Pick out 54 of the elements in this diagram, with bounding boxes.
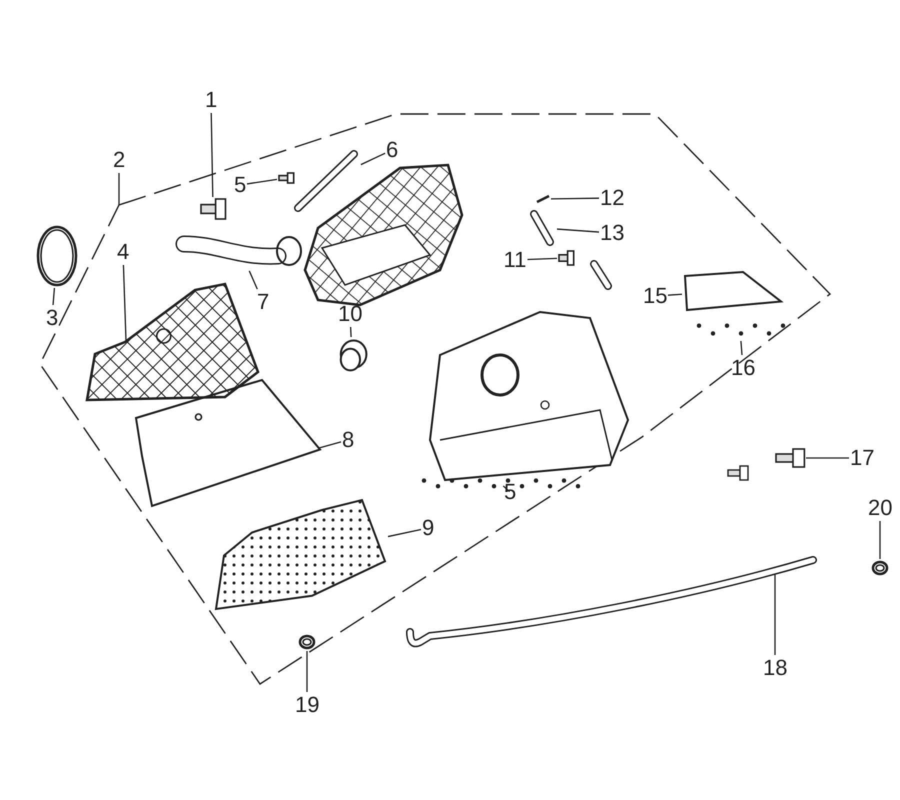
callout-number: 1 — [205, 88, 218, 112]
callout-number: 2 — [113, 148, 126, 172]
ring-drawing — [298, 634, 316, 650]
callout-number: 11 — [504, 248, 526, 272]
screw-drawing — [558, 250, 574, 266]
filter-element-drawing — [132, 378, 322, 508]
callout-number: 4 — [117, 240, 130, 264]
screw-drawing — [775, 448, 805, 468]
leader-line — [502, 485, 510, 492]
ring-drawing — [871, 560, 889, 576]
callout-number: 3 — [46, 306, 58, 330]
leader-line — [740, 340, 743, 356]
tube-drawing — [528, 210, 556, 246]
callout-number: 6 — [386, 138, 398, 162]
screw-drawing — [200, 198, 226, 220]
ring-drawing — [36, 225, 78, 287]
plate-drawing — [683, 270, 783, 312]
callout-number: 16 — [731, 356, 756, 380]
leader-line — [556, 228, 600, 233]
leader-line — [318, 441, 342, 449]
screw-drawing — [278, 172, 294, 184]
leader-line — [668, 294, 682, 296]
leader-line — [551, 198, 599, 200]
callout-number: 18 — [763, 656, 788, 680]
leader-line — [210, 112, 214, 198]
leader-line — [527, 258, 558, 260]
leader-line — [350, 326, 352, 338]
leader-line — [122, 264, 127, 342]
leader-line — [879, 521, 881, 559]
strap-drawing — [292, 148, 360, 214]
callout-number: 8 — [342, 428, 354, 452]
leader-line — [774, 574, 776, 655]
callout-number: 19 — [295, 693, 320, 717]
callout-number: 20 — [868, 496, 892, 520]
leader-line — [388, 528, 422, 538]
leader-line — [306, 651, 308, 692]
leader-line — [118, 173, 120, 205]
leader-line — [806, 457, 849, 459]
mesh-filter-drawing — [85, 282, 260, 402]
callout-number: 12 — [600, 186, 624, 210]
pin-drawing — [536, 194, 550, 204]
callout-number: 15 — [643, 284, 668, 308]
callout-number: 7 — [257, 290, 270, 314]
callout-number: 9 — [422, 516, 434, 540]
callout-number: 10 — [338, 302, 362, 326]
leader-line — [360, 152, 386, 166]
callout-number: 17 — [850, 446, 874, 470]
callout-number: 5 — [234, 173, 246, 197]
perforated-plate-drawing — [212, 498, 387, 613]
callout-number: 5 — [504, 480, 516, 504]
callout-number: 13 — [600, 221, 624, 245]
leader-line — [52, 288, 56, 306]
leader-line — [248, 270, 258, 290]
leader-line — [246, 178, 278, 185]
